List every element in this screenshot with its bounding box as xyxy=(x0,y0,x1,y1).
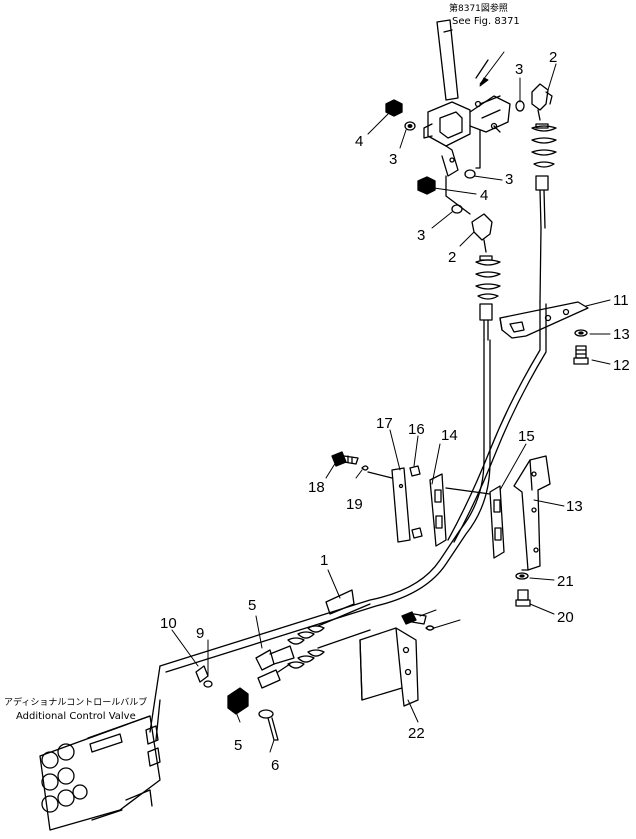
left-cable-end xyxy=(471,213,501,341)
main-cables xyxy=(159,301,547,673)
callout-9: 11 xyxy=(613,292,629,309)
callout-14: 16 xyxy=(408,421,425,438)
bolt-21-washer-22 xyxy=(401,611,435,631)
pin-8-washer-7 xyxy=(195,665,213,688)
bolt-18-washer-19 xyxy=(515,569,531,607)
callout-5-lower: 5 xyxy=(234,737,243,754)
bolt-10-washer-11 xyxy=(573,329,589,365)
pin-6 xyxy=(258,709,279,741)
reference-note-japanese: 第8371図参照 xyxy=(449,4,508,14)
callout-12: 13 xyxy=(566,498,583,515)
callout-2-top: 2 xyxy=(549,49,558,66)
plate-13-right xyxy=(489,485,505,559)
bracket-9 xyxy=(499,301,589,339)
callout-8: 10 xyxy=(160,615,177,632)
plate-15 xyxy=(391,467,411,543)
right-cable-end xyxy=(531,83,557,303)
callout-5-upper: 5 xyxy=(248,597,257,614)
plate-13-left xyxy=(429,473,447,547)
block-14 xyxy=(409,465,423,539)
callout-11: 13 xyxy=(613,326,630,343)
callout-1: 1 xyxy=(320,552,329,569)
callout-3-lower: 3 xyxy=(417,227,426,244)
cable-end-upper xyxy=(255,603,371,671)
control-lever-assembly xyxy=(423,19,511,177)
valve-label-japanese: アディショナルコントロールバルブ xyxy=(4,698,148,708)
callout-20: 22 xyxy=(408,725,425,742)
bracket-20 xyxy=(359,627,419,707)
callout-3-top: 3 xyxy=(515,61,524,78)
callout-10: 12 xyxy=(613,357,630,374)
bolt-16-washer-17 xyxy=(331,451,393,479)
callout-3-left: 3 xyxy=(389,151,398,168)
callout-13-right: 15 xyxy=(518,428,535,445)
callout-4-lower: 4 xyxy=(480,187,489,204)
callout-15: 17 xyxy=(376,415,393,432)
clevis-5-lower xyxy=(227,687,249,715)
callout-2-lower: 2 xyxy=(448,249,457,266)
callout-7: 9 xyxy=(196,625,205,642)
top-fasteners xyxy=(385,99,525,214)
tag-1 xyxy=(325,589,355,615)
callout-13-left: 14 xyxy=(441,427,458,444)
callout-6: 6 xyxy=(271,757,280,774)
callout-17: 19 xyxy=(346,496,363,513)
cable-end-lower xyxy=(257,629,371,689)
callout-16: 18 xyxy=(308,479,325,496)
leader-lines xyxy=(171,51,611,753)
cable-routing-link xyxy=(445,175,471,215)
callout-3-right: 3 xyxy=(505,171,514,188)
callout-4-top: 4 xyxy=(355,133,364,150)
callout-19: 21 xyxy=(557,573,574,590)
callout-18: 20 xyxy=(557,609,574,626)
additional-control-valve xyxy=(39,665,161,831)
reference-note-english: See Fig. 8371 xyxy=(452,16,520,27)
bracket-12 xyxy=(513,455,551,571)
valve-label-english: Additional Control Valve xyxy=(16,711,136,722)
